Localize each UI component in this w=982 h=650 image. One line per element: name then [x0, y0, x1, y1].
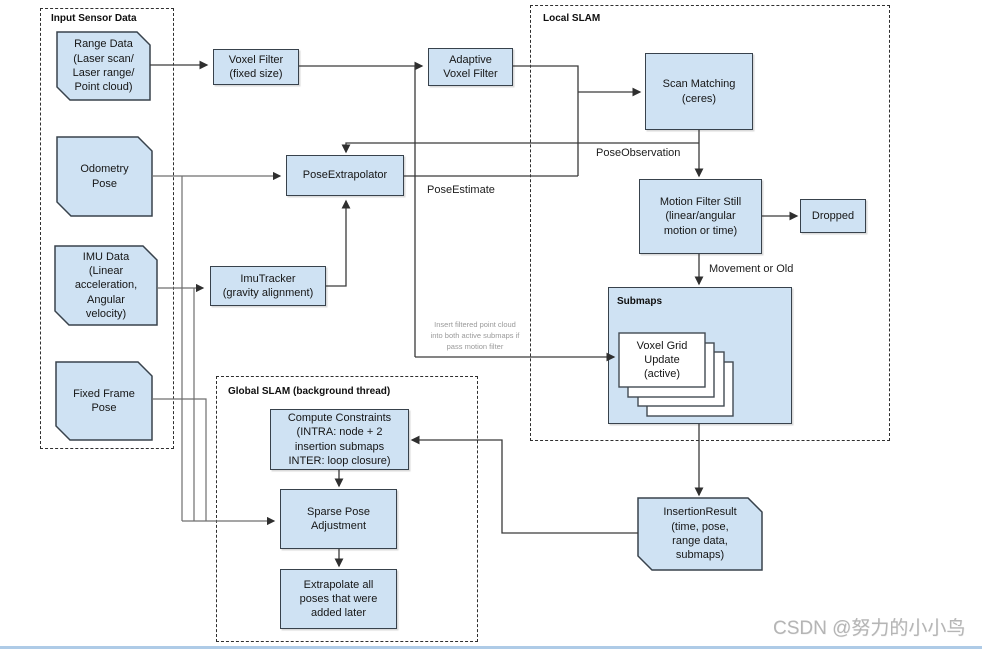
sparse-pose-adjustment-node: Sparse Pose Adjustment — [280, 489, 397, 549]
voxel-filter-node: Voxel Filter (fixed size) — [213, 49, 299, 85]
motion-filter-node: Motion Filter Still (linear/angular moti… — [639, 179, 762, 254]
insertion-result-label: InsertionResult (time, pose, range data,… — [663, 506, 737, 562]
group-title-global-slam: Global SLAM (background thread) — [228, 386, 391, 397]
extrapolate-poses-node: Extrapolate all poses that were added la… — [280, 569, 397, 629]
connector-imutracker-to-extrapolator — [326, 199, 351, 287]
odometry-pose-label: Odometry Pose — [80, 163, 129, 190]
movement-or-old-label: Movement or Old — [709, 263, 794, 275]
insert-filtered-cloud-note: Insert filtered point cloud into both ac… — [430, 320, 520, 351]
group-input-sensor-data — [40, 8, 174, 449]
imu-data-label: IMU Data (Linear acceleration, Angular v… — [74, 250, 138, 320]
group-title-input-sensor-data: Input Sensor Data — [51, 13, 137, 24]
compute-constraints-node: Compute Constraints (INTRA: node + 2 ins… — [270, 409, 409, 470]
scan-matching-node: Scan Matching (ceres) — [645, 53, 753, 130]
imu-tracker-node: ImuTracker (gravity alignment) — [210, 266, 326, 306]
dropped-node: Dropped — [800, 199, 866, 233]
group-title-local-slam: Local SLAM — [543, 13, 601, 24]
bottom-blue-bar — [0, 646, 982, 649]
range-data-label: Range Data (Laser scan/ Laser range/ Poi… — [72, 38, 135, 94]
adaptive-voxel-filter-node: Adaptive Voxel Filter — [428, 48, 513, 86]
csdn-watermark: CSDN @努力的小小鸟 — [773, 618, 966, 639]
pose-extrapolator-node: PoseExtrapolator — [286, 155, 404, 196]
pose-estimate-label: PoseEstimate — [427, 184, 495, 196]
group-title-submaps: Submaps — [617, 296, 663, 307]
fixed-frame-pose-label: Fixed Frame Pose — [73, 387, 135, 414]
pose-observation-label: PoseObservation — [596, 147, 681, 159]
group-local-slam — [530, 5, 890, 441]
voxel-grid-update-label: Voxel Grid Update (active) — [636, 339, 688, 381]
